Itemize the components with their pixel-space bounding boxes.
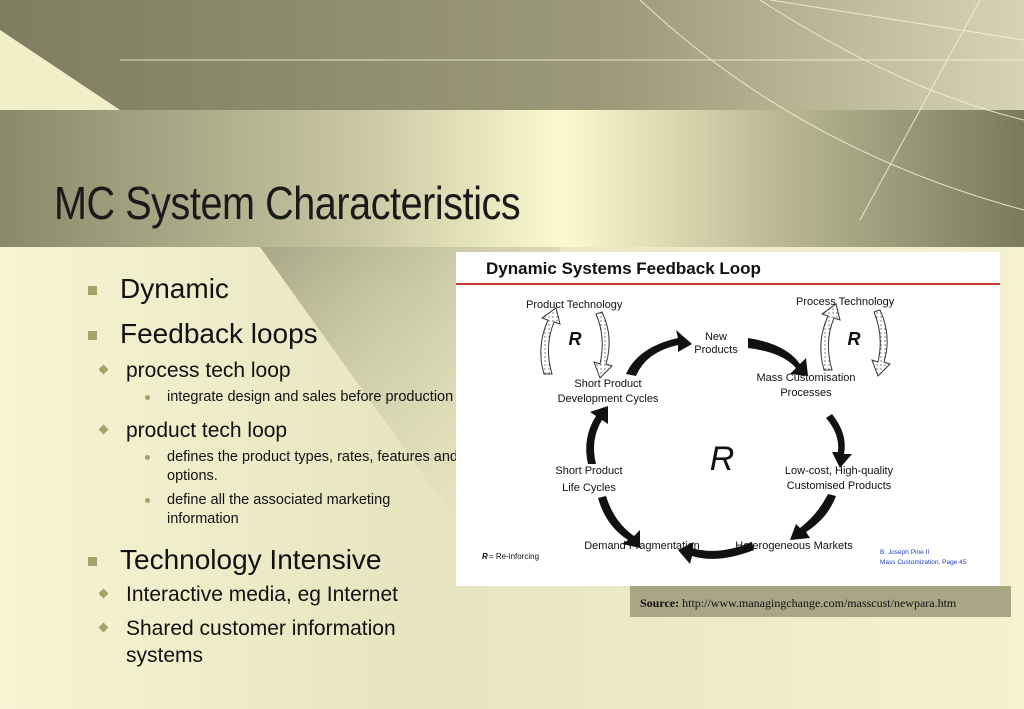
arrow-to-low-cost bbox=[826, 414, 852, 468]
label-demand-fragmentation: Demand Fragmentation bbox=[584, 540, 700, 552]
label-short-life-line1: Short Product bbox=[555, 465, 622, 477]
label-short-dev-line1: Short Product bbox=[574, 378, 641, 390]
legend-reinforcing: = Re-inforcing bbox=[489, 552, 539, 561]
arrow-to-short-dev bbox=[586, 406, 608, 464]
legend-r: R bbox=[482, 552, 488, 561]
source-bar: Source: http://www.managingchange.com/ma… bbox=[630, 586, 1011, 617]
bullet-technology-intensive: Technology Intensive bbox=[84, 543, 464, 577]
credit-book: Mass Customization, Page 45 bbox=[880, 559, 967, 566]
sub-bullet-process-tech-loop: process tech loop bbox=[48, 357, 464, 384]
source-label: Source: bbox=[640, 596, 680, 610]
label-short-dev-line2: Development Cycles bbox=[558, 393, 659, 405]
sub-sub-bullet-define-marketing: define all the associated marketing info… bbox=[48, 491, 464, 529]
bullet-feedback-loops: Feedback loops bbox=[84, 317, 464, 351]
product-tech-down-arrow bbox=[593, 311, 613, 379]
arrow-to-heterogeneous bbox=[790, 494, 836, 540]
label-low-cost-line2: Customised Products bbox=[787, 480, 892, 492]
diagram-title: Dynamic Systems Feedback Loop bbox=[486, 259, 761, 278]
process-tech-up-arrow bbox=[820, 303, 841, 371]
arrow-to-demand-fragmentation bbox=[678, 542, 754, 564]
label-process-technology: Process Technology bbox=[796, 296, 895, 308]
arrow-to-short-life bbox=[598, 496, 640, 548]
product-tech-up-arrow bbox=[540, 307, 561, 375]
arrow-to-mass-customisation bbox=[748, 338, 808, 376]
bullet-dynamic: Dynamic bbox=[84, 272, 464, 306]
bullet-list: Dynamic Feedback loops process tech loop… bbox=[84, 272, 464, 676]
label-low-cost-line1: Low-cost, High-quality bbox=[785, 465, 894, 477]
source-url[interactable]: http://www.managingchange.com/masscust/n… bbox=[682, 596, 957, 610]
credit-author: B. Joseph Pine II bbox=[880, 549, 929, 556]
slide-title: MC System Characteristics bbox=[54, 177, 521, 229]
label-new-products-line2: Products bbox=[694, 344, 738, 356]
big-loop-r: R bbox=[710, 440, 735, 478]
label-short-life-line2: Life Cycles bbox=[562, 482, 616, 494]
process-tech-r: R bbox=[848, 329, 861, 349]
arrow-to-new-products bbox=[626, 330, 692, 376]
sub-bullet-product-tech-loop: product tech loop bbox=[48, 417, 464, 444]
label-product-technology: Product Technology bbox=[526, 299, 623, 311]
sub-bullet-shared-customer-info: Shared customer information systems bbox=[48, 615, 464, 669]
product-tech-r: R bbox=[569, 329, 582, 349]
process-tech-down-arrow bbox=[871, 309, 891, 377]
label-mass-cust-line2: Processes bbox=[780, 387, 832, 399]
feedback-loop-diagram: Dynamic Systems Feedback Loop Product Te… bbox=[456, 252, 1000, 586]
sub-sub-bullet-defines-product-types: defines the product types, rates, featur… bbox=[48, 448, 464, 486]
label-new-products-line1: New bbox=[705, 331, 727, 343]
sub-bullet-interactive-media: Interactive media, eg Internet bbox=[48, 581, 464, 608]
label-mass-cust-line1: Mass Customisation bbox=[756, 372, 855, 384]
label-heterogeneous-markets: Heterogeneous Markets bbox=[735, 540, 853, 552]
sub-sub-bullet-integrate-design: integrate design and sales before produc… bbox=[48, 388, 464, 407]
